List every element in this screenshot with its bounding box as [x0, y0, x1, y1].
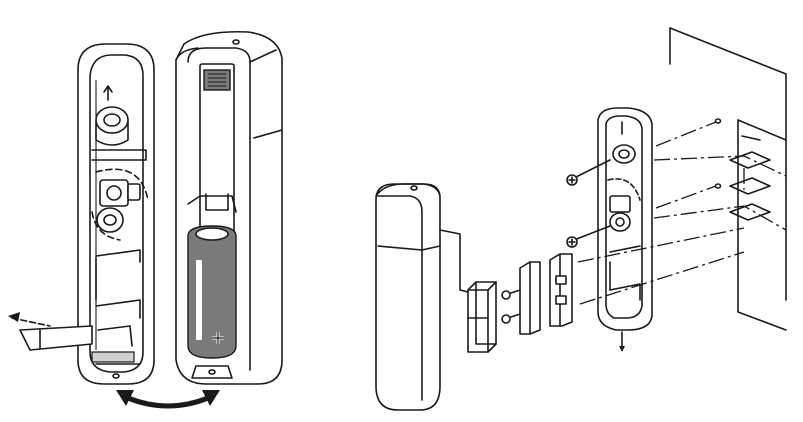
alignment-lines: [577, 118, 787, 305]
sensor-cover-closed: [375, 183, 469, 411]
screw-icon: [566, 159, 625, 352]
magnet-spacer-blocks: [501, 253, 573, 335]
pull-tab-arrow-icon: [8, 312, 51, 327]
sensor-cover-housing: [175, 30, 283, 385]
wall-mount-base: [597, 107, 653, 331]
magnet: [467, 281, 497, 353]
pull-tab: [19, 325, 93, 351]
rotate-double-arrow-icon: [116, 390, 220, 409]
wall-frame: [669, 27, 787, 331]
sensor-base-housing: [77, 43, 155, 385]
up-arrow-icon: [103, 85, 113, 101]
battery: [187, 225, 237, 359]
